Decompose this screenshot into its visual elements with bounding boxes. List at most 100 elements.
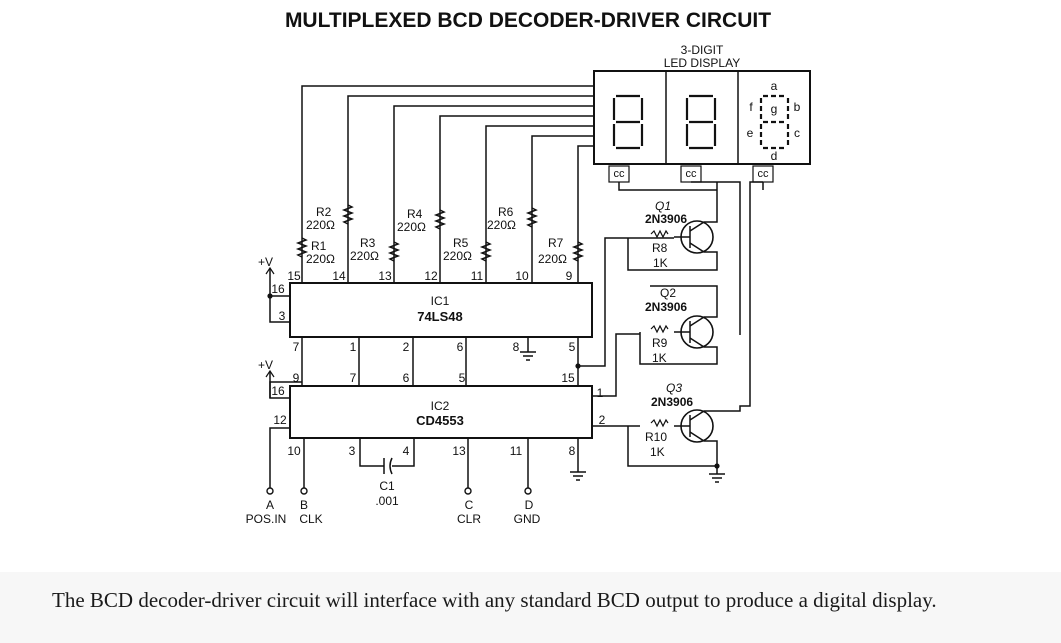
r5-ref: R5 [453,236,469,250]
terminal-b-label: CLK [299,512,322,526]
display-label-line2: LED DISPLAY [664,56,740,70]
display-digit-1 [612,94,644,150]
c1-ref: C1 [379,479,395,493]
r2-ref: R2 [316,205,332,219]
r4-ref: R4 [407,207,423,221]
ic1-pin-8: 8 [513,340,520,354]
ic2-supply-label: +V [258,358,273,372]
r7-ref: R7 [548,236,564,250]
r9-value: 1K [652,351,667,365]
led-display: 3-DIGIT LED DISPLAY a b c d e f g cc cc … [593,43,811,183]
ic2-pin-8: 8 [569,444,576,458]
r3-value: 220Ω [350,249,379,263]
r7-value: 220Ω [538,252,567,266]
r6-value: 220Ω [487,218,516,232]
display-label-line1: 3-DIGIT [681,43,724,57]
r4-value: 220Ω [397,220,426,234]
terminal-d[interactable] [524,487,532,495]
r1-value: 220Ω [306,252,335,266]
transistor-q2: Q2 2N3906 R9 1K [592,181,741,397]
ic2-pin-10: 10 [287,444,301,458]
transistor-q1: Q1 2N3906 R8 1K [627,182,718,271]
r8-value: 1K [653,256,668,270]
segment-label-b: b [794,100,801,114]
terminal-b[interactable] [300,487,308,495]
q1-part: 2N3906 [645,212,687,226]
ic1-supply: +V [258,255,290,323]
terminal-d-label: GND [514,512,541,526]
input-terminals: A POS.IN B CLK C CLR D GND [246,487,541,526]
segment-label-g: g [771,102,778,116]
ic2-pin-5: 5 [459,371,466,385]
ic1-pin-2: 2 [403,340,410,354]
ic1-pin-11: 11 [471,269,484,283]
ic2-pin-2: 2 [599,413,606,427]
segment-label-a: a [771,79,778,93]
ic2-pin-13: 13 [452,444,466,458]
q3-ref: Q3 [666,381,682,395]
r9-ref: R9 [652,336,668,350]
q2-ref: Q2 [660,286,676,300]
segment-label-f: f [749,100,753,114]
terminal-a[interactable] [266,487,274,495]
ic2-supply: +V [258,358,302,488]
q2-part: 2N3906 [645,300,687,314]
circuit-diagram: MULTIPLEXED BCD DECODER-DRIVER CIRCUIT 3… [246,9,811,526]
common-cathode-wires [618,182,764,191]
display-digit-2 [685,94,717,150]
q1-ref: Q1 [655,199,671,213]
q3-part: 2N3906 [651,395,693,409]
ic1-pin-13: 13 [378,269,392,283]
capacitor-c1: C1 .001 [375,479,399,508]
terminal-c[interactable] [464,487,472,495]
segment-label-e: e [747,126,754,140]
r2-value: 220Ω [306,218,335,232]
terminal-a-label: POS.IN [246,512,287,526]
caption-text: The BCD decoder-driver circuit will inte… [52,588,937,612]
terminal-b-letter: B [300,498,308,512]
terminal-d-letter: D [525,498,534,512]
cc-label-3: cc [758,168,770,180]
ic2-pin-16: 16 [271,384,285,398]
r8-ref: R8 [652,241,668,255]
ic1-pin-14: 14 [332,269,346,283]
ic2-bottom-wiring [303,438,586,488]
ic1-ref: IC1 [431,294,450,308]
terminal-c-label: CLR [457,512,481,526]
caption-block: The BCD decoder-driver circuit will inte… [0,572,1061,643]
ic2-chip: IC2 CD4553 7 6 5 15 9 16 12 1 2 10 3 4 1… [271,371,605,458]
diagram-title: MULTIPLEXED BCD DECODER-DRIVER CIRCUIT [285,9,771,32]
ic1-pin-7: 7 [293,340,300,354]
ic1-supply-label: +V [258,255,273,269]
ic2-part: CD4553 [416,413,464,428]
segment-label-c: c [794,126,800,140]
ic2-pin-7: 7 [350,371,357,385]
r1-ref: R1 [311,239,327,253]
ic2-pin-6: 6 [403,371,410,385]
ic1-pin-6: 6 [457,340,464,354]
ic1-pin-9: 9 [566,269,573,283]
ic1-pin-15: 15 [287,269,301,283]
ic2-pin-1: 1 [597,386,604,400]
ic1-pin-16: 16 [271,282,285,296]
display-digit-3: a b c d e f g [747,79,801,163]
segment-resistors: R1 220Ω R2 220Ω R3 220Ω R4 220Ω R5 220Ω … [295,204,585,266]
r3-ref: R3 [360,236,376,250]
r6-ref: R6 [498,205,514,219]
r10-ref: R10 [645,430,667,444]
ic1-pin-3: 3 [279,309,286,323]
ic1-part: 74LS48 [417,309,463,324]
ic1-pin-12: 12 [424,269,438,283]
terminal-a-letter: A [266,498,274,512]
cc-label-1: cc [614,168,626,180]
ic2-pin-15: 15 [561,371,575,385]
ic2-ref: IC2 [431,399,450,413]
ic2-pin-11: 11 [510,444,523,458]
ic2-pin-9: 9 [293,371,300,385]
ic1-pin-5: 5 [569,340,576,354]
segment-label-d: d [771,149,778,163]
transistor-q3: Q3 2N3906 R10 1K [592,181,763,483]
terminal-c-letter: C [465,498,474,512]
r10-value: 1K [650,445,665,459]
ic2-pin-3: 3 [349,444,356,458]
